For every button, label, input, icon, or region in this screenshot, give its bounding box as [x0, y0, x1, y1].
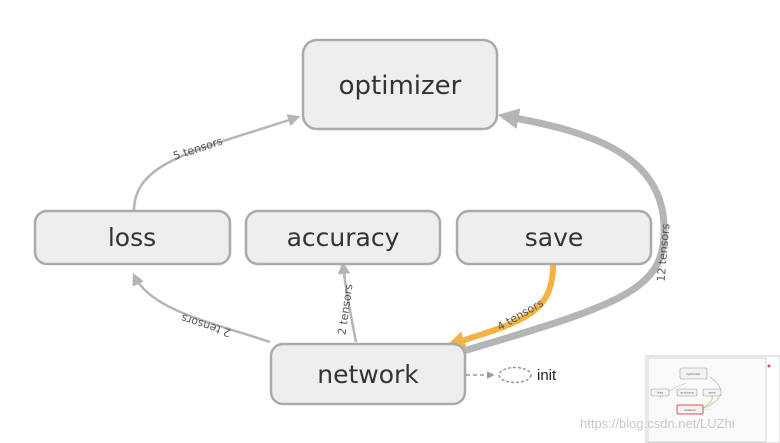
minimap-node-network-selected — [676, 404, 704, 415]
node-init[interactable]: init — [498, 366, 557, 384]
node-network-label: network — [317, 360, 419, 389]
node-init-label: init — [537, 367, 557, 384]
minimap-label-save: save — [708, 391, 715, 395]
node-loss[interactable]: loss — [33, 209, 232, 266]
node-save[interactable]: save — [455, 209, 653, 266]
minimap-node-accuracy — [676, 388, 698, 397]
minimap-marker — [767, 364, 771, 368]
node-save-label: save — [525, 223, 584, 252]
minimap-label-accuracy: accuracy — [680, 391, 694, 395]
minimap-label-loss: loss — [657, 391, 663, 395]
minimap[interactable]: optimizer loss accuracy save network — [645, 355, 780, 443]
minimap-node-optimizer — [679, 367, 708, 380]
node-network[interactable]: network — [269, 342, 467, 406]
node-accuracy[interactable]: accuracy — [244, 209, 442, 266]
edge-label-network-optimizer: 12 tensors — [654, 223, 672, 282]
edge-label-loss-optimizer: 5 tensors — [172, 134, 225, 162]
minimap-node-loss — [650, 388, 670, 397]
edge-network-to-accuracy[interactable]: 2 tensors — [336, 261, 358, 343]
edge-network-to-optimizer[interactable]: 12 tensors — [459, 108, 673, 356]
node-optimizer-label: optimizer — [339, 71, 462, 101]
node-optimizer[interactable]: optimizer — [301, 38, 499, 131]
minimap-label-network: network — [684, 408, 696, 412]
node-accuracy-label: accuracy — [287, 223, 400, 252]
edge-network-to-loss[interactable]: 2 tensors — [132, 272, 271, 344]
watermark: https://blog.csdn.net/LUZhi — [580, 416, 735, 431]
node-loss-label: loss — [108, 223, 156, 252]
edge-label-network-loss: 2 tensors — [179, 311, 232, 339]
minimap-node-save — [702, 388, 722, 397]
edge-loss-to-optimizer[interactable]: 5 tensors — [132, 114, 301, 212]
minimap-label-optimizer: optimizer — [686, 372, 701, 376]
